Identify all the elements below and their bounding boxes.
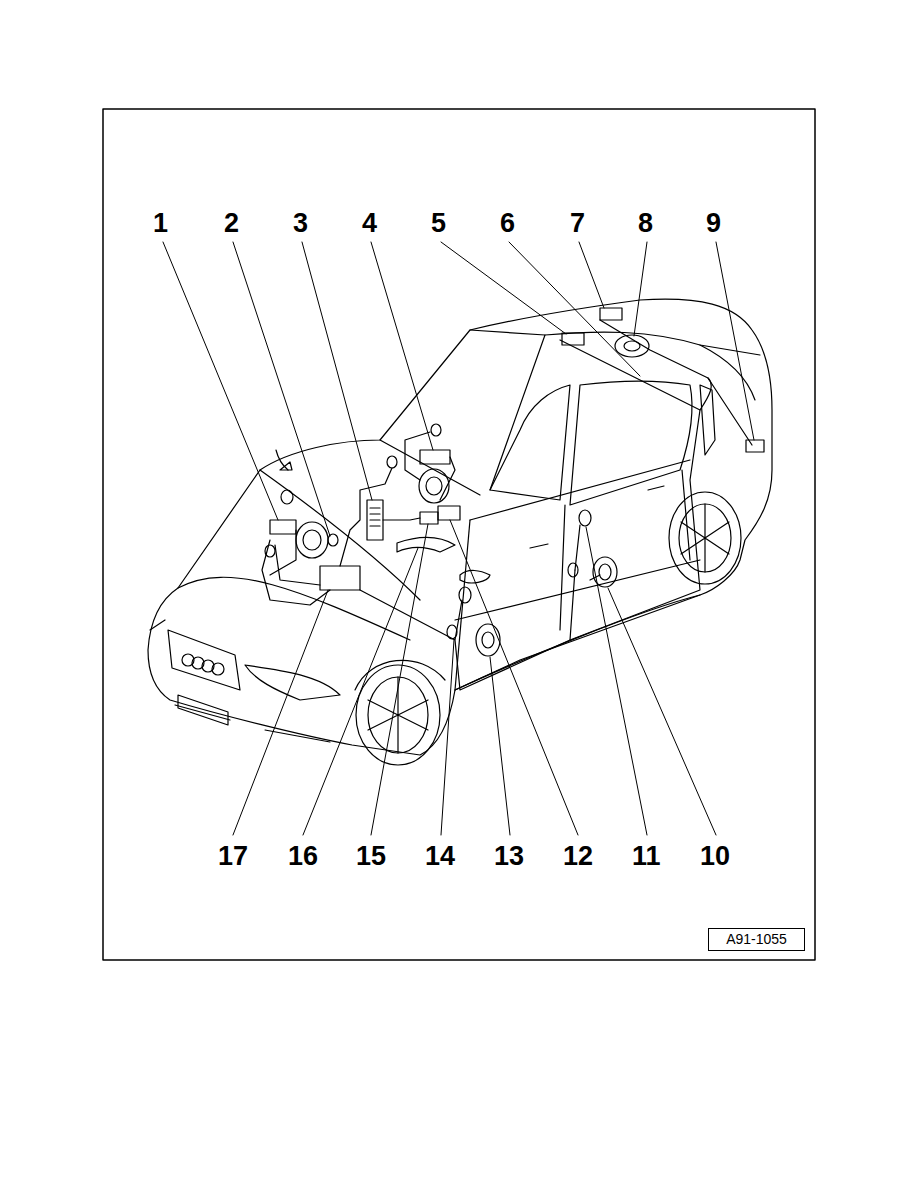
- callout-number: 4: [362, 210, 377, 237]
- callout-number: 9: [706, 210, 721, 237]
- callout-number: 17: [218, 843, 248, 870]
- reference-code: A91-1055: [726, 931, 787, 947]
- audio-components: [262, 308, 764, 690]
- car-body: [148, 299, 772, 765]
- callout-number: 8: [638, 210, 653, 237]
- callout-number: 13: [494, 843, 524, 870]
- callout-number: 5: [431, 210, 446, 237]
- leader-lines: [163, 242, 754, 835]
- callout-number: 6: [500, 210, 515, 237]
- callout-number: 10: [700, 843, 730, 870]
- callout-number: 12: [563, 843, 593, 870]
- callout-number: 7: [570, 210, 585, 237]
- callout-number: 1: [153, 210, 168, 237]
- reference-box: A91-1055: [708, 928, 805, 951]
- callout-number: 16: [288, 843, 318, 870]
- callout-number: 14: [425, 843, 455, 870]
- frame: [103, 109, 815, 960]
- callout-number: 2: [224, 210, 239, 237]
- callout-number: 3: [293, 210, 308, 237]
- callout-number: 15: [356, 843, 386, 870]
- callout-number: 11: [632, 843, 661, 870]
